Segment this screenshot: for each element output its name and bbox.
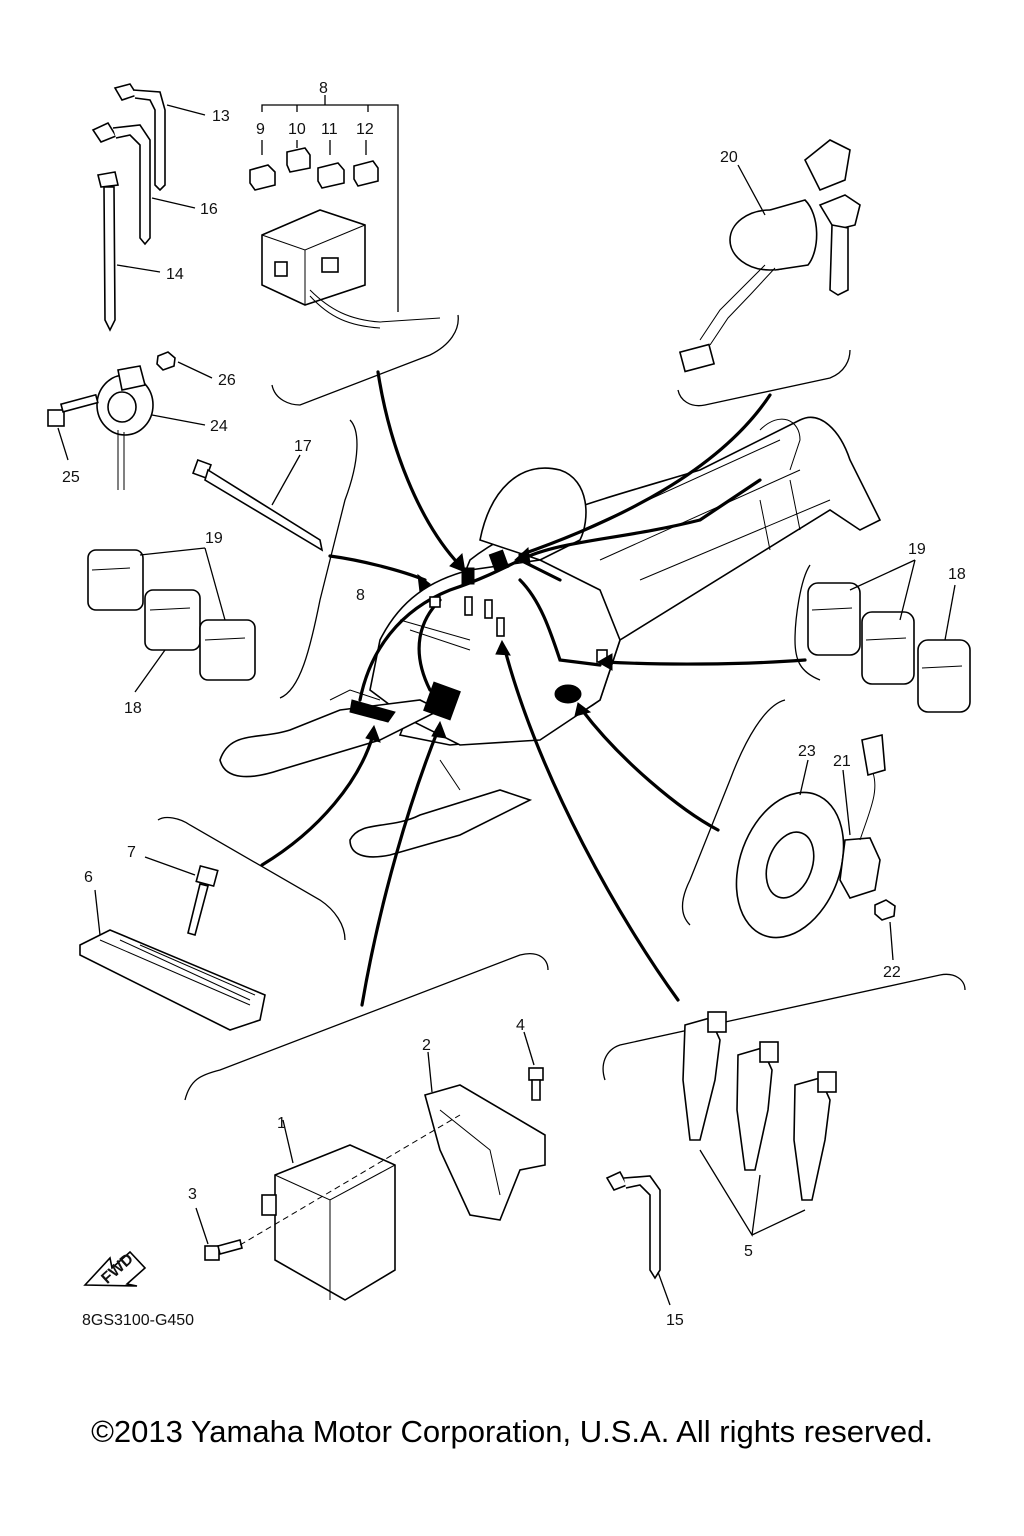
callout-3: 3	[188, 1186, 197, 1203]
callout-12: 12	[356, 121, 374, 138]
copyright-notice: ©2013 Yamaha Motor Corporation, U.S.A. A…	[91, 1414, 933, 1449]
callout-10: 10	[288, 121, 306, 138]
callout-21: 21	[833, 753, 851, 770]
callout-25: 25	[62, 469, 80, 486]
callout-13: 13	[212, 108, 230, 125]
nut-26	[156, 351, 213, 379]
sensor-21	[839, 733, 886, 899]
callout-9: 9	[256, 121, 265, 138]
screw-3	[195, 1114, 461, 1261]
callout-14: 14	[166, 266, 184, 283]
diagram-code: 8GS3100-G450	[82, 1312, 194, 1329]
fwd-arrow-icon: FWD	[83, 1250, 147, 1287]
callout-20: 20	[720, 149, 738, 166]
cable-tie-17	[192, 454, 324, 552]
callout-6: 6	[84, 869, 93, 886]
cable-tie-16	[91, 121, 196, 246]
cable-tie-14	[97, 171, 161, 332]
ecu-6	[79, 889, 266, 1031]
callout-23: 23	[798, 743, 816, 760]
callout-4: 4	[516, 1017, 525, 1034]
screw-4	[523, 1031, 544, 1101]
ignition-coils-5	[682, 1011, 837, 1237]
cable-tie-15	[605, 1170, 671, 1306]
fuse-box-8	[249, 95, 441, 329]
callout-labels: 8 9 10 11 12 13 16 14 20 26 24 25 17 19 …	[62, 80, 966, 1329]
callout-8-mid: 8	[356, 587, 365, 604]
callout-18-left: 18	[124, 700, 142, 717]
callout-15: 15	[666, 1312, 684, 1329]
nut-22	[874, 899, 896, 961]
callout-24: 24	[210, 418, 228, 435]
cdi-unit-1	[261, 1119, 396, 1301]
main-switch-20	[678, 139, 861, 373]
callout-16: 16	[200, 201, 218, 218]
callout-19-right: 19	[908, 541, 926, 558]
callout-17: 17	[294, 438, 312, 455]
cable-tie-13	[113, 83, 206, 192]
callout-22: 22	[883, 964, 901, 981]
buzzer-24	[96, 365, 206, 490]
callout-1: 1	[277, 1115, 286, 1132]
bracket-2	[424, 1051, 546, 1221]
bolt-25	[47, 393, 99, 461]
callout-19-left: 19	[205, 530, 223, 547]
callout-8-top: 8	[319, 80, 328, 97]
relays-left	[87, 547, 256, 693]
callout-5: 5	[744, 1243, 753, 1260]
callout-11: 11	[321, 121, 338, 138]
rotor-23	[735, 759, 845, 939]
callout-18-right: 18	[948, 566, 966, 583]
callout-26: 26	[218, 372, 236, 389]
snowmobile-body	[219, 416, 882, 858]
bracket-lines	[157, 314, 966, 1101]
callout-7: 7	[127, 844, 136, 861]
relays-right	[807, 559, 971, 713]
bolt-7	[144, 856, 219, 936]
callout-2: 2	[422, 1037, 431, 1054]
